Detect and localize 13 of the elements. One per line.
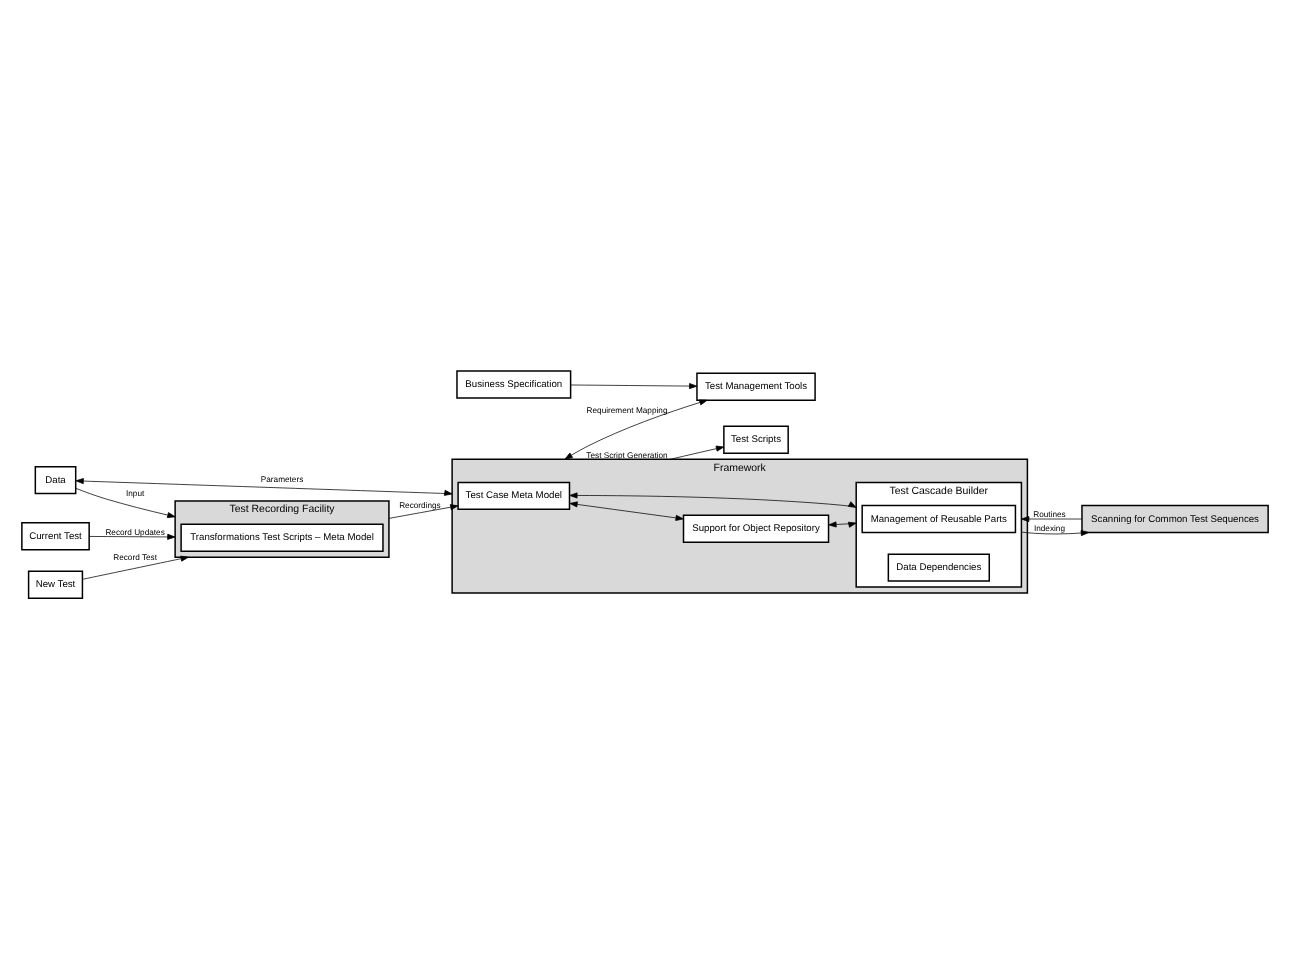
arrow xyxy=(670,444,725,459)
arrow xyxy=(828,520,857,527)
arrow xyxy=(1021,529,1090,536)
arrow xyxy=(1021,515,1083,521)
arrow xyxy=(88,532,176,539)
arrow xyxy=(75,486,176,518)
arrow xyxy=(82,554,189,579)
arrow xyxy=(564,398,708,459)
arrow xyxy=(570,382,698,389)
arrow xyxy=(388,503,459,518)
arrow xyxy=(569,500,684,520)
arrow xyxy=(75,477,453,495)
arrow xyxy=(569,491,857,507)
